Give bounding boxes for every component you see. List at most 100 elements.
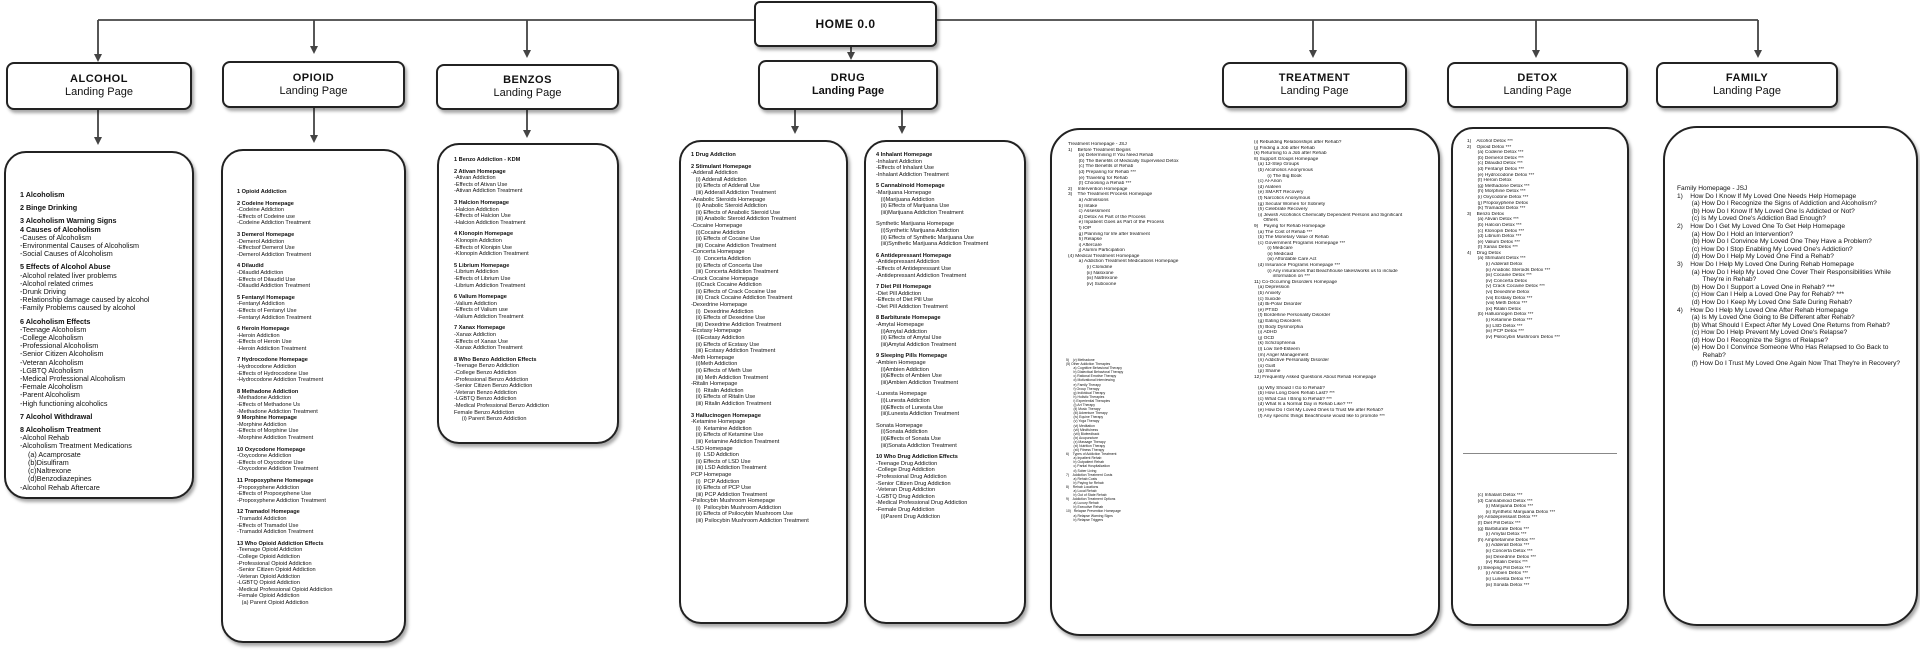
list-item[interactable]: -Valium Addiction Treatment [454,313,524,320]
list-item[interactable]: (i)Sonata Addiction [876,429,928,436]
list-item[interactable]: 9) Addiction Treatment Options [1066,497,1116,502]
list-item[interactable]: -Teenage Opioid Addiction [237,547,303,554]
list-item[interactable]: (ii) Concerta Detox *** [1467,548,1533,554]
list-item[interactable]: 3) Benzo Detox [1467,211,1505,217]
list-item[interactable]: (i) ADHD [1254,330,1277,336]
list-item[interactable]: (ii) LSD Detox *** [1467,323,1523,329]
list-item[interactable]: (vi) Dexedrine Detox [1467,290,1530,296]
list-item[interactable]: (f) Any specific things Beachhouse would… [1254,413,1385,419]
list-item[interactable]: (i)Marijuana Addiction [876,196,935,203]
list-item[interactable]: -Ativan Addiction Treatment [454,188,523,195]
list-item[interactable]: -Adderall Addiction [691,170,738,177]
list-item[interactable]: 4 Dilaudid [237,263,264,270]
list-item[interactable]: j) Alumni Participation [1068,248,1125,254]
list-item[interactable]: (h) Celebrate Recovery [1254,207,1308,213]
list-item[interactable]: e) Family Therapy [1066,382,1101,387]
list-item[interactable]: -College Benzo Addiction [454,370,517,377]
list-item[interactable]: (iii) Psilocybin Mushroom Addiction Trea… [691,518,809,525]
list-item[interactable]: (iii) Cocaine Detox *** [1467,273,1532,279]
list-item[interactable]: (c) Is My Loved One's Addiction Bad Enou… [1677,215,1826,223]
list-item[interactable]: (a) Depression [1254,285,1290,291]
list-item[interactable]: 12 Tramadol Homepage [237,509,300,516]
list-item[interactable]: -Alcohol Rehab [20,434,70,443]
list-item[interactable]: (d) Fentanyl Detox *** [1467,166,1525,172]
list-item[interactable]: -Ecstasy Homepage [691,328,742,335]
list-item[interactable]: -Veteran Drug Addiction [876,487,936,494]
list-item[interactable]: -Codeine Addiction [237,207,284,214]
list-item[interactable]: (h) Morphine Detox *** [1467,189,1526,195]
list-item[interactable]: (iii) Anabolic Steroid Addiction Treatme… [691,216,797,223]
list-item[interactable]: -Effects of Librium Use [454,275,511,282]
list-item[interactable]: (b) What Should I Expect After My Loved … [1677,321,1890,329]
list-item[interactable]: (ii) Effects of Anabolic Steroid Use [691,209,781,216]
list-item[interactable]: -Professional Alcoholism [20,342,99,351]
list-item[interactable]: (e) SMART Recovery [1254,190,1304,196]
list-item[interactable]: (a) The Cost of Rehab *** [1254,229,1313,235]
list-item[interactable]: (iii) Adventure Therapy [1066,411,1108,416]
list-item[interactable]: -Amytal Homepage [876,322,924,329]
list-item[interactable]: (iii) Adderall Addiction Treatment [691,189,776,196]
list-item[interactable]: -Effects of Tramadol Use [237,522,299,529]
list-item[interactable]: (i) Adderall Addiction [691,176,747,183]
list-item[interactable]: a) Local Rehab [1066,489,1097,493]
list-item[interactable]: -Methadone Addiction Treatment [237,408,318,415]
list-item[interactable]: -Morphine Addiction [237,421,287,428]
list-item[interactable]: (d) What Is a Normal Day in Rehab Like? … [1254,402,1353,408]
list-item[interactable]: (iii)Ambien Addiction Treatment [876,379,959,386]
list-item[interactable]: (a) How Do I Help My Loved One Cover The… [1677,268,1891,276]
list-item[interactable]: 1 Drug Addiction [691,152,736,158]
list-item[interactable]: (ii) Effects of Amytal Use [876,335,942,342]
list-item[interactable]: (i) Anabolic Steroid Addiction [691,203,767,210]
list-item[interactable]: (v) Yoga Therapy [1066,419,1100,424]
list-item[interactable]: (ii) Effects of Synthetic Marijuana Use [876,234,974,241]
list-item[interactable]: (a) How Do I Hold an Intervention? [1677,230,1794,238]
list-item[interactable]: i) Experiential Therapies [1066,398,1111,403]
list-item[interactable]: (ii) Effects of Psilocybin Mushroom Use [691,511,793,518]
list-item[interactable]: -Drunk Driving [20,288,66,297]
list-item[interactable]: 3 Alcoholism Warning Signs [20,217,117,226]
list-item[interactable]: Female Benzo Addiction [454,409,515,416]
list-item[interactable]: e) Inpatient Goes as Part of the Process [1068,220,1164,226]
list-item[interactable]: (c) Inhalant Detox *** [1467,493,1523,498]
list-item[interactable]: -Methadone Addiction [237,395,292,402]
list-item[interactable]: (ii)Effects of Sonata Use [876,435,941,442]
list-item[interactable]: (k) Tramadol Detox *** [1467,206,1526,212]
list-item[interactable]: (i) Jewish Alcoholics Chemically Depende… [1254,212,1403,218]
list-item[interactable]: -Fentanyl Addiction Treatment [237,314,312,321]
list-item[interactable]: (i) Clonidine [1068,265,1113,271]
list-item[interactable]: -Effects of Antidepressant Use [876,265,952,272]
list-item[interactable]: -Inhalant Addiction [876,158,923,165]
list-item[interactable]: (i) Adderall Detox *** [1467,543,1530,549]
list-item[interactable]: 5 Fentanyl Homepage [237,294,295,301]
list-item[interactable]: 7 Xanax Homepage [454,325,506,332]
list-item[interactable]: 2 Ativan Homepage [454,168,506,175]
list-item[interactable]: 1) How Do I Know If My Loved One Needs H… [1677,192,1857,200]
list-item[interactable]: 7 Hydrocodone Homepage [237,357,308,364]
list-item[interactable]: (vi) Meditation [1066,423,1095,428]
list-item[interactable]: -Effects of Valium use [454,307,508,314]
list-item[interactable]: (vii) Ecstasy Detox *** [1467,295,1533,301]
list-item[interactable]: 2 Binge Drinking [20,204,78,213]
list-item[interactable]: (b) Hallucinogen Detox *** [1467,312,1534,318]
list-item[interactable]: (iii) Dexedrine Addiction Treatment [691,321,782,328]
list-item[interactable]: (iv) Suboxone [1068,281,1117,287]
list-item[interactable]: (iii) Sonata Detox *** [1467,582,1530,588]
list-item[interactable]: (g) Methadone Detox *** [1467,183,1530,189]
list-item[interactable]: b) Paying for Rehab [1066,480,1104,485]
list-item[interactable]: (c) How Do I Stop Enabling My Loved One'… [1677,245,1853,253]
list-item[interactable]: -Marijuana Homepage [876,189,932,196]
list-item[interactable]: b) Executive Rehab [1066,505,1104,510]
list-item[interactable]: (ii) Effects of Ritalin Use [691,394,756,401]
list-item[interactable]: (l) Low Self-Esteem [1254,346,1300,352]
list-item[interactable]: 9 Sleeping Pills Homepage [876,353,948,360]
list-item[interactable]: (iii)Sonata Addiction Treatment [876,442,957,449]
list-item[interactable]: -Effects of Methadone Us [237,402,301,409]
list-item[interactable]: (a) Ativan Detox *** [1467,217,1519,223]
list-item[interactable]: (iii)Synthetic Marijuana Addiction Treat… [876,241,989,248]
list-item[interactable]: (iii) Ketamine Addiction Treatment [691,438,780,445]
list-item[interactable]: 5) (v) Methadone [1066,358,1095,362]
list-item[interactable]: (c) How Can I Help a Loved One Pay for R… [1677,291,1845,299]
list-item[interactable]: -Medical Professional Opioid Addiction [237,586,333,593]
list-item[interactable]: (a) Is My Loved One Going to Be Differen… [1677,314,1855,322]
list-item[interactable]: g) Individual Therapy [1066,390,1106,395]
